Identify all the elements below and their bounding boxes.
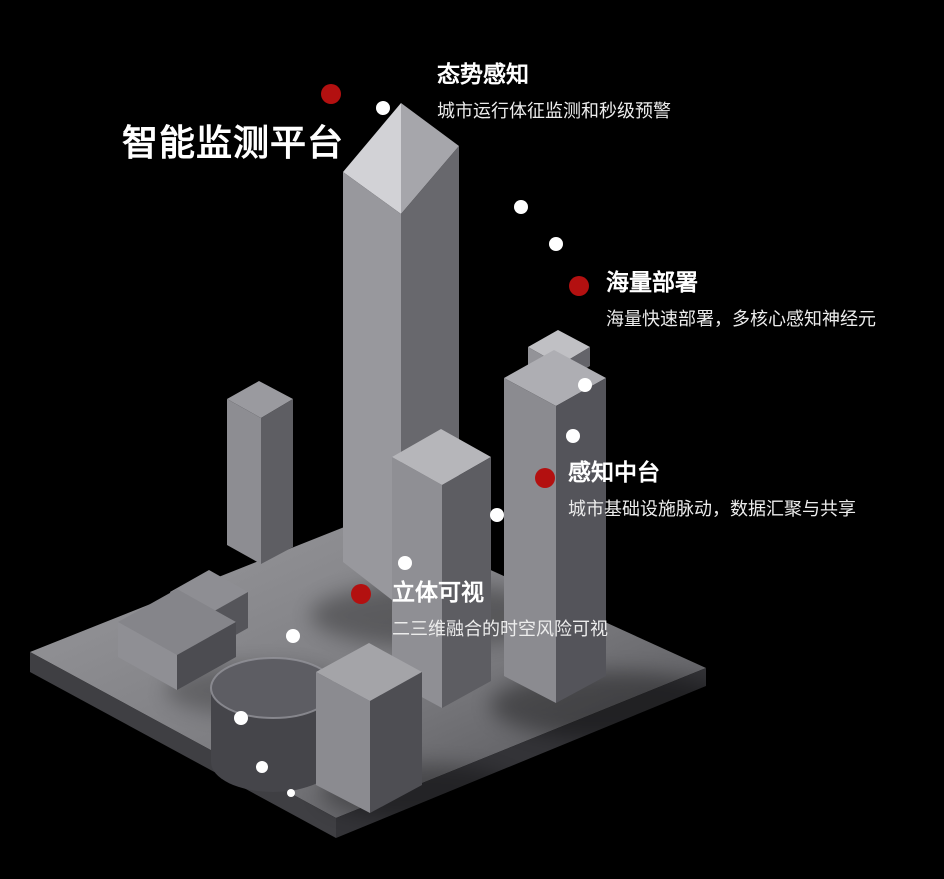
low-block-front [118,589,236,690]
callout-marker-3-icon [535,468,555,488]
tower-right [504,330,606,703]
callout-mass-deployment: 海量部署 海量快速部署，多核心感知神经元 [606,270,876,331]
callout-description: 城市基础设施脉动，数据汇聚与共享 [568,498,856,520]
callout-perception-middle-platform: 感知中台 城市基础设施脉动，数据汇聚与共享 [568,460,856,521]
callout-description: 二三维融合的时空风险可视 [392,618,608,640]
callout-description: 海量快速部署，多核心感知神经元 [606,308,876,330]
front-block [316,643,422,813]
dotted-trail [234,101,592,797]
callout-title: 海量部署 [606,270,698,296]
callout-title: 态势感知 [437,62,529,88]
callout-marker-1-icon [321,84,341,104]
callout-description: 城市运行体征监测和秒级预警 [437,100,671,122]
callout-marker-4-icon [351,584,371,604]
tower-center [392,429,491,708]
callout-title: 感知中台 [568,460,660,486]
callout-situation-awareness: 态势感知 城市运行体征监测和秒级预警 [437,62,671,123]
tower-back-left [227,381,293,564]
callout-stereo-visualization: 立体可视 二三维融合的时空风险可视 [392,580,608,641]
callout-marker-2-icon [569,276,589,296]
callout-title: 立体可视 [392,580,484,606]
page-title: 智能监测平台 [122,123,345,164]
